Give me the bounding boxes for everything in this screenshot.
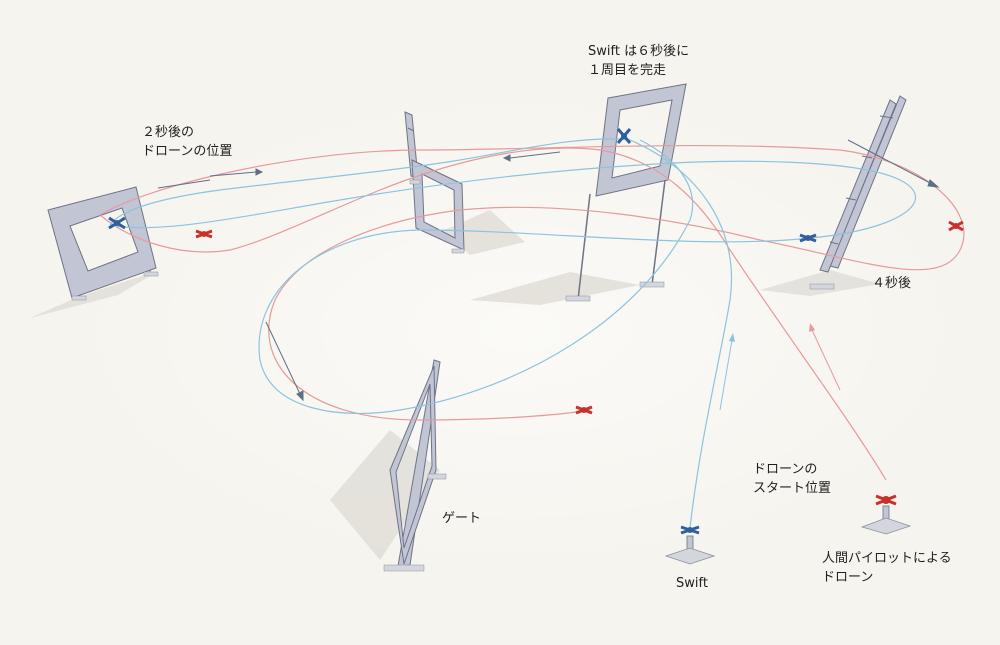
gate-label: ゲート xyxy=(442,511,482,526)
two-second-label: ２秒後の ドローンの位置 xyxy=(142,123,232,161)
start-position-line-2: スタート位置 xyxy=(753,481,832,496)
human-drone-start xyxy=(875,494,897,506)
swift-label: Swift xyxy=(676,576,708,591)
human-pilot-label: 人間パイロットによる ドローン xyxy=(822,549,952,587)
four-second-label: ４秒後 xyxy=(872,276,912,291)
swift-drone-start xyxy=(680,525,700,535)
swift-lap-line-2: １周目を完走 xyxy=(588,63,667,78)
swift-trajectory xyxy=(109,138,916,529)
swift-drone-4s xyxy=(799,233,817,243)
gate-left xyxy=(47,186,159,301)
human-drone-markers xyxy=(195,220,964,506)
human-drone-6s xyxy=(575,405,593,415)
swift-drone-6s xyxy=(616,128,632,144)
swift-drone-2s xyxy=(108,216,126,230)
two-second-line-2: ドローンの位置 xyxy=(142,144,233,159)
human-pilot-line-2: ドローン xyxy=(822,570,874,585)
swift-lap-label: Swift は６秒後に １周目を完走 xyxy=(588,42,689,80)
start-position-label: ドローンの スタート位置 xyxy=(753,460,831,498)
swift-drone-markers xyxy=(108,128,817,535)
human-drone-2s xyxy=(195,229,213,239)
human-drone-4s xyxy=(948,220,964,232)
gate-right-tall xyxy=(809,95,907,290)
swift-lap-line-1: Swift は６秒後に xyxy=(588,44,690,59)
direction-arrows xyxy=(157,139,940,402)
gate-center-tall xyxy=(565,83,687,302)
swift-launch-stand xyxy=(664,535,716,565)
start-arrows xyxy=(719,323,841,411)
human-launch-stand xyxy=(860,505,912,535)
start-position-line-1: ドローンの xyxy=(753,462,818,477)
gate-front xyxy=(383,359,447,572)
floor-highlight xyxy=(50,80,990,580)
human-pilot-line-1: 人間パイロットによる xyxy=(822,551,952,566)
two-second-line-1: ２秒後の xyxy=(142,125,195,140)
